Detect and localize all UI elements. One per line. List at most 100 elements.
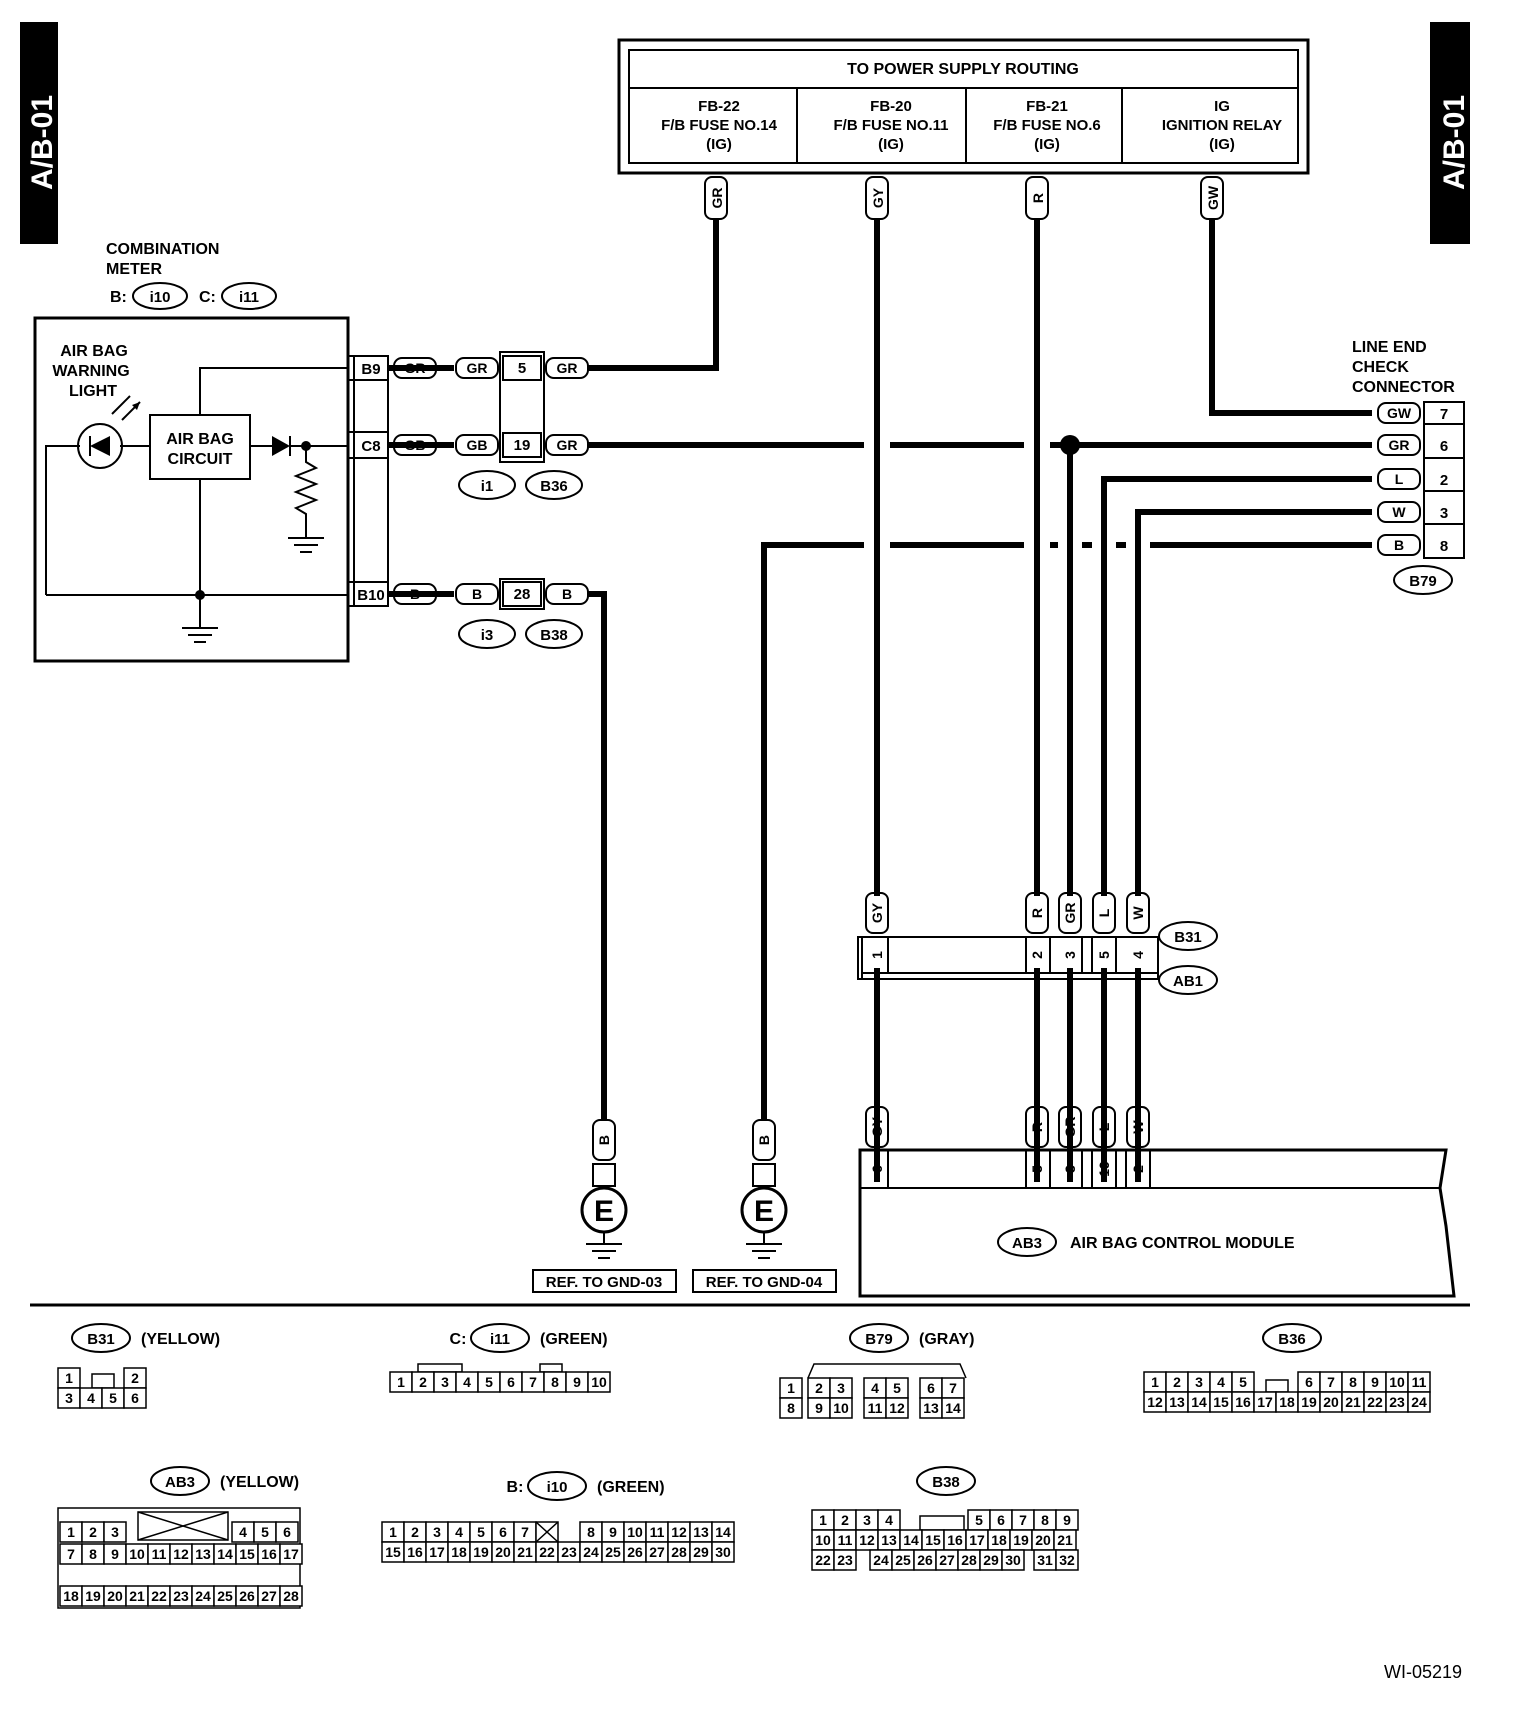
row2-pin: 19 [514,437,531,454]
acm-wire-gy: GY [869,1116,885,1137]
line-end-title-1: LINE END [1352,339,1427,356]
b36-top-b-pin: 7 [1327,1374,1335,1390]
wire-l [1101,476,1372,896]
row3-wire3: B [562,586,572,602]
i10-bottom-pin: 17 [429,1544,445,1560]
ps-col4-line2: IGNITION RELAY [1162,117,1282,134]
ps-col4-line3: (IG) [1209,136,1235,153]
b36-bottom-pin: 23 [1389,1394,1405,1410]
row2-wire3: GR [557,437,578,453]
lamp-label-2: WARNING [52,363,129,380]
i10-bottom-pin: 22 [539,1544,555,1560]
le-row3-pin: 2 [1440,472,1448,489]
ab3-r2-pin: 10 [129,1546,145,1562]
combination-meter: COMBINATION METER B: i10 C: i11 AIR BAG … [33,241,389,663]
b36-bottom-pin: 20 [1323,1394,1339,1410]
b79-bot-1: 8 [779,1397,803,1419]
i11-label: C:i11(GREEN) [450,1323,608,1353]
i10-name: i10 [547,1479,568,1496]
ps-col3-line1: FB-21 [1026,98,1068,115]
conn-b38: B38 [540,627,568,644]
diode-icon [272,436,290,456]
wire-gr-fb22 [588,218,719,371]
b36-top-b-pin: 10 [1389,1374,1405,1390]
b38-r2-pin: 14 [903,1532,919,1548]
b38-r1-a-pin: 2 [841,1512,849,1528]
ab3-r3-pin: 20 [107,1588,123,1604]
conn-ab3: AB3 [1012,1235,1042,1252]
row3-wire1: B [410,586,420,602]
ab3-r3-pin: 24 [195,1588,211,1604]
b38-r2-pin: 21 [1057,1532,1073,1548]
ab1-wire-l: L [1096,908,1112,917]
row3-wire2: B [472,586,482,602]
b79-bot-3-pin: 12 [889,1400,905,1416]
b79-top-3-pin: 5 [893,1380,901,1396]
ab3-r3-pin: 27 [261,1588,277,1604]
i11-row-pin: 10 [591,1374,607,1390]
row1-wire1: GR [405,360,426,376]
ab3-r1-a-pin: 2 [89,1524,97,1540]
meter-title-2: METER [106,261,162,278]
conn-ab1: AB1 [1173,973,1203,990]
i10-bottom-pin: 30 [715,1544,731,1560]
ab3-r1-b-pin: 4 [239,1524,247,1540]
ab3-r1-a-pin: 3 [111,1524,119,1540]
i10-top-b-pin: 13 [693,1524,709,1540]
i11-row-pin: 2 [419,1374,427,1390]
acm-label: AIR BAG CONTROL MODULE [1070,1235,1295,1252]
gnd03-ref: REF. TO GND-03 [546,1274,662,1291]
ab3-r3-pin: 22 [151,1588,167,1604]
b79-bot-4-pin: 14 [945,1400,961,1416]
ps-col2-line3: (IG) [878,136,904,153]
ps-col1-line2: F/B FUSE NO.14 [661,117,778,134]
b36-top-b-pin: 8 [1349,1374,1357,1390]
b79-bot-2-pin: 10 [833,1400,849,1416]
b38-r1-a-pin: 1 [819,1512,827,1528]
b36-bottom-pin: 14 [1191,1394,1207,1410]
ab1-pin-5: 5 [1096,951,1112,959]
i10-bottom-pin: 24 [583,1544,599,1560]
wire-b-gnd04 [761,542,864,1120]
b36-top-a-pin: 4 [1217,1374,1225,1390]
b79-color: (GRAY) [919,1331,974,1348]
ab1-wire-r: R [1029,908,1045,918]
i10-bottom-pin: 15 [385,1544,401,1560]
b79-label: B79(GRAY) [849,1323,974,1353]
meter-b-conn: i10 [150,289,171,306]
b38-r3-c-pin: 32 [1059,1552,1075,1568]
b31-row-bottom-pin: 3 [65,1390,73,1406]
b38-r3-b-pin: 29 [983,1552,999,1568]
b79-top-1-pin: 1 [787,1380,795,1396]
row1-wire3: GR [557,360,578,376]
i10-prefix: B: [507,1479,524,1496]
le-row3-wire: L [1395,471,1404,487]
i11-row-pin: 8 [551,1374,559,1390]
b38-r2-pin: 17 [969,1532,985,1548]
b31-row-top: 1 [57,1367,81,1389]
b38-r3-b-pin: 25 [895,1552,911,1568]
gnd03-wire: B [596,1135,612,1145]
b38-r1-b-pin: 7 [1019,1512,1027,1528]
b31-name: B31 [87,1331,115,1348]
b38-r2-pin: 11 [838,1532,853,1548]
b36-bottom-pin: 16 [1235,1394,1251,1410]
side-tag-right-text: A/B-01 [1438,95,1471,190]
ab3-r2-pin: 8 [89,1546,97,1562]
tag-fb21-wire: R [1030,193,1046,203]
conn-i1: i1 [481,478,494,495]
ab3-r3-pin: 18 [63,1588,79,1604]
meter-title-1: COMBINATION [106,241,219,258]
b38-r3-b-pin: 26 [917,1552,933,1568]
b36-bottom-pin: 13 [1169,1394,1185,1410]
b31-row-top2: 2 [123,1367,147,1389]
meter-c-conn: i11 [239,289,259,306]
tag-ig-wire: GW [1205,185,1221,210]
